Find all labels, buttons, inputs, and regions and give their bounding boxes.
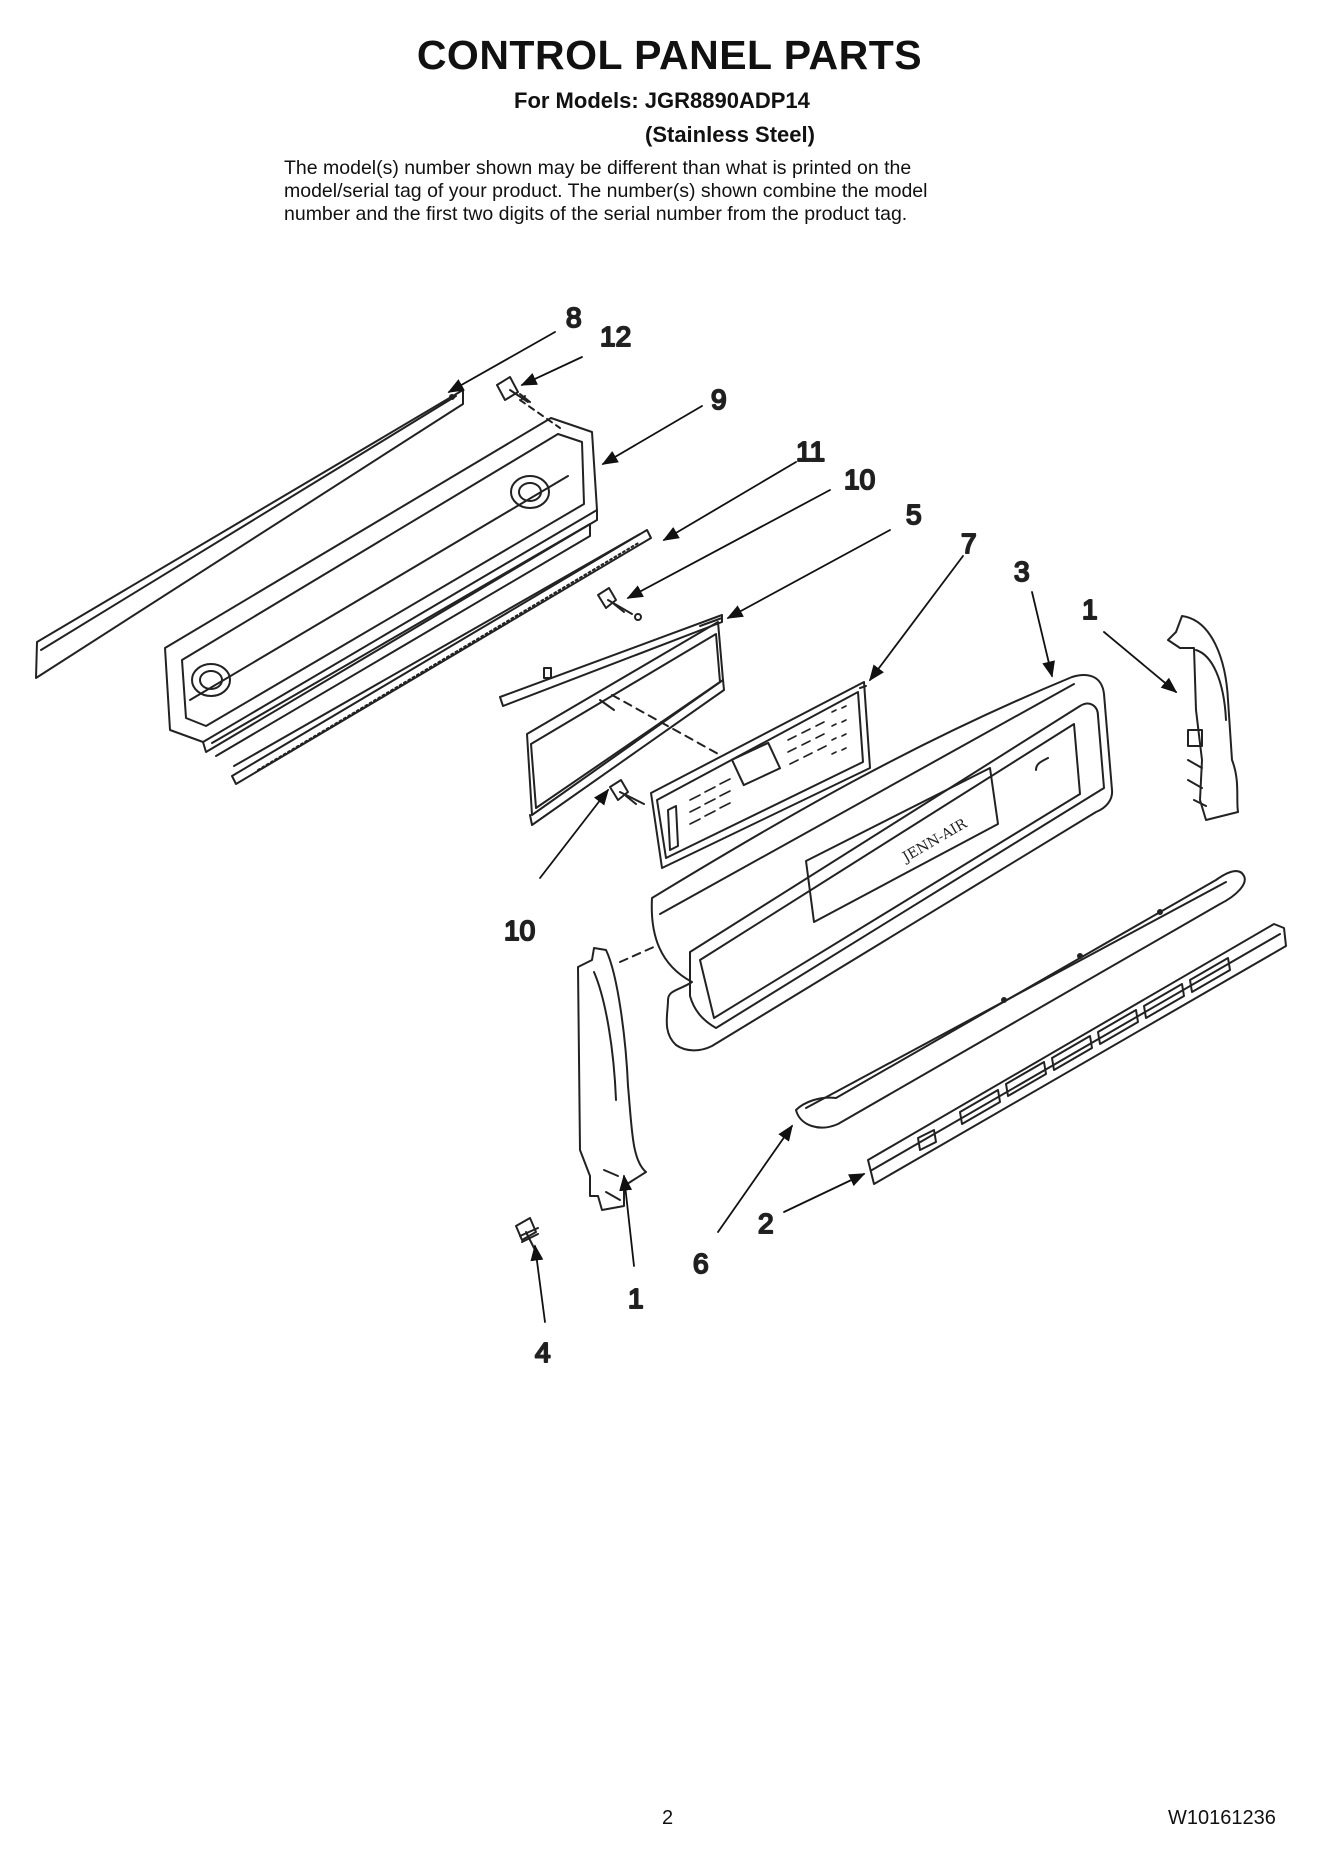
side-bracket-left-part (577, 945, 657, 1211)
callout-label: 7 (961, 528, 977, 559)
callout-label: 5 (906, 499, 922, 530)
callout-label: 8 (566, 302, 582, 333)
side-bracket-right-part (1167, 615, 1239, 821)
screw-lower-part (609, 779, 645, 805)
callout-label: 6 (693, 1248, 709, 1279)
callout-label: 3 (1014, 556, 1030, 587)
callout-label: 4 (535, 1337, 551, 1368)
screw-bottom-part (515, 1217, 539, 1249)
control-board-part (650, 681, 871, 869)
trim-strip-part (231, 529, 652, 785)
leader-arrows (447, 331, 1178, 1323)
vent-strip-part (867, 923, 1287, 1185)
callout-label: 11 (796, 436, 825, 467)
control-panel-front-part (650, 674, 1114, 1052)
lower-trim-bar-part (795, 870, 1246, 1129)
page-title: CONTROL PANEL PARTS (416, 32, 923, 78)
note-line: The model(s) number shown may be differe… (284, 157, 912, 179)
callout-label: 10 (504, 915, 535, 946)
screw-top-part (496, 376, 561, 429)
control-housing-part (164, 417, 641, 767)
callout-labels: 8 12 9 11 10 5 7 3 1 10 1 6 2 4 (503, 301, 1099, 1369)
callout-label: 2 (758, 1208, 774, 1239)
screw-upper-part (597, 587, 642, 621)
callout-label: 12 (600, 321, 631, 352)
top-cover-strip-part (35, 389, 464, 679)
models-line: For Models: JGR8890ADP14 (514, 88, 810, 113)
model-note: The model(s) number shown may be differe… (284, 157, 1084, 226)
note-line: number and the first two digits of the s… (284, 203, 908, 225)
page-number: 2 (662, 1807, 674, 1829)
note-line: model/serial tag of your product. The nu… (284, 180, 928, 202)
finish-line: (Stainless Steel) (645, 122, 815, 147)
callout-label: 9 (711, 384, 727, 415)
document-number: W10161236 (1168, 1807, 1276, 1829)
callout-label: 1 (628, 1283, 644, 1314)
display-bracket-part (499, 614, 725, 826)
callout-label: 10 (844, 464, 875, 495)
callout-label: 1 (1082, 594, 1098, 625)
